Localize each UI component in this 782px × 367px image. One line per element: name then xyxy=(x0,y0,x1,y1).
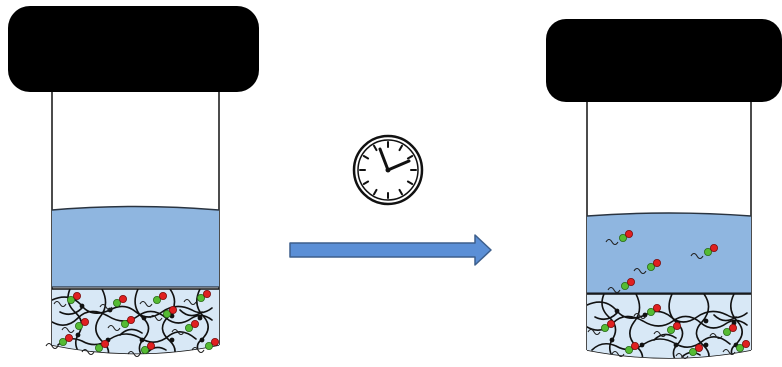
vial-cap xyxy=(8,6,259,92)
liquid-layer xyxy=(52,207,219,288)
clock-icon xyxy=(354,136,422,204)
vial-after xyxy=(546,19,782,366)
vial-cap xyxy=(546,19,782,102)
hydrogel-layer xyxy=(587,294,751,366)
arrow-right-icon xyxy=(290,235,491,265)
vial-before xyxy=(8,6,259,361)
liquid-layer xyxy=(587,213,751,293)
